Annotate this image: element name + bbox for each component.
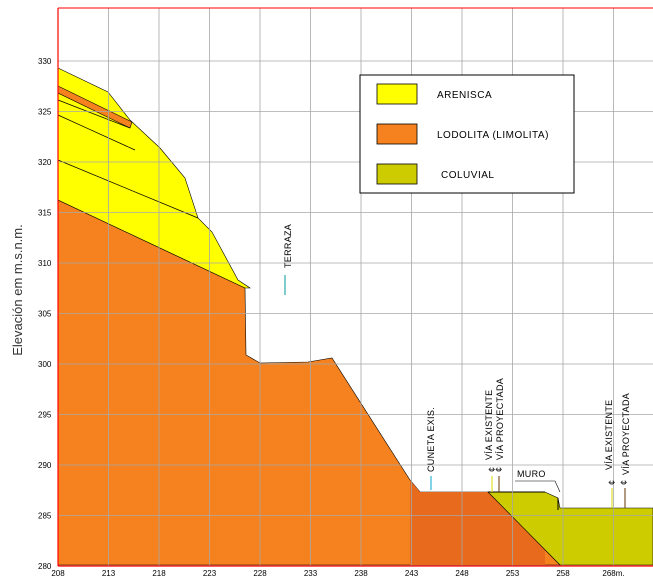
x-tick-label: 233: [304, 569, 318, 578]
legend-swatch-coluvial: [376, 163, 418, 185]
legend-label-coluvial: COLUVIAL: [441, 170, 494, 181]
label-via-existente-1: VÍA EXISTENTE: [484, 390, 494, 460]
y-tick-label: 300: [38, 360, 52, 369]
label-terraza: TERRAZA: [283, 224, 293, 268]
label-muro: MURO: [517, 469, 546, 479]
y-tick-label: 310: [38, 259, 52, 268]
lodolita-dark-zone: [410, 480, 545, 565]
y-tick-label: 295: [38, 411, 52, 420]
annotations: TERRAZA CUNETA EXIS. VÍA EXISTENTE VÍA P…: [283, 224, 631, 508]
y-tick-label: 325: [38, 108, 52, 117]
x-tick-label: 238: [354, 569, 368, 578]
label-cuneta: CUNETA EXIS.: [426, 407, 436, 472]
x-tick-label: 213: [102, 569, 116, 578]
x-tick-label: 253: [506, 569, 520, 578]
cl-symbol-1b: ¢: [494, 467, 504, 472]
arenisca-body: [57, 67, 251, 289]
cl-symbol-2a: ¢: [607, 480, 617, 485]
legend-swatch-arenisca: [376, 83, 418, 105]
cl-symbol-2b: ¢: [619, 480, 629, 485]
y-tick-label: 280: [38, 562, 52, 571]
y-axis-title: Elevación em m.s.n.m.: [10, 224, 25, 356]
label-via-proyectada-1: VÍA PROYECTADA: [495, 378, 505, 460]
label-via-proyectada-2: VÍA PROYECTADA: [621, 393, 631, 475]
x-tick-label: 248: [455, 569, 469, 578]
legend-label-lodolita: LODOLITA (LIMOLITA): [437, 130, 549, 141]
y-tick-label: 320: [38, 158, 52, 167]
legend: ARENISCA LODOLITA (LIMOLITA) COLUVIAL: [359, 74, 575, 194]
x-tick-label: 243: [405, 569, 419, 578]
geology-layers: [57, 67, 653, 566]
legend-swatch-lodolita: [376, 123, 418, 145]
x-tick-label: 258: [556, 569, 570, 578]
x-tick-label: 228: [253, 569, 267, 578]
x-tick-label: 218: [152, 569, 166, 578]
x-tick-label: 208: [51, 569, 65, 578]
x-tick-labels: 208 213 218 223 228 233 238 243 248 253 258 268m.: [51, 569, 624, 578]
cl-symbol-1a: ¢: [487, 467, 497, 472]
y-tick-label: 330: [38, 57, 52, 66]
y-tick-labels: 280 285 290 295 300 305 310 315 320 325 330: [38, 57, 52, 571]
y-tick-label: 290: [38, 461, 52, 470]
coluvial-body: [487, 491, 653, 566]
legend-label-arenisca: ARENISCA: [437, 90, 492, 101]
y-tick-label: 315: [38, 209, 52, 218]
x-tick-label: 268m.: [602, 569, 624, 578]
x-tick-label: 223: [203, 569, 217, 578]
y-tick-label: 285: [38, 512, 52, 521]
label-via-existente-2: VÍA EXISTENTE: [604, 400, 614, 470]
y-tick-label: 305: [38, 310, 52, 319]
